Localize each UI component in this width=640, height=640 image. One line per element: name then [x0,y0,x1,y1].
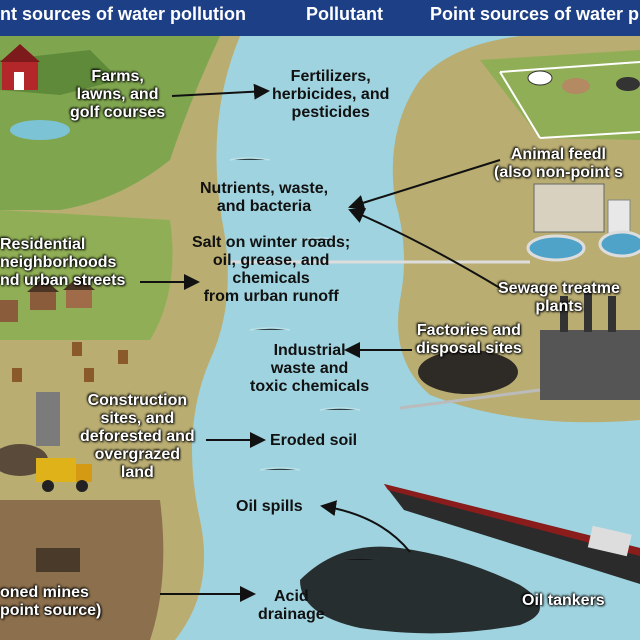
silo-icon [36,392,60,446]
pond [10,120,70,140]
barn-icon [0,44,40,90]
cows-icon [527,70,640,94]
label-construction: Construction sites, and deforested and o… [80,392,195,481]
header-bar: nt sources of water pollution Pollutant … [0,0,640,36]
arrow-sewage-nutrients [348,208,501,289]
label-eroded-soil: Eroded soil [270,432,358,449]
arrow-tanker-oilspill [320,500,411,553]
label-mines: oned mines point source) [0,584,102,619]
waste-pile [418,350,518,394]
oil-tanker-icon [384,484,640,584]
dirt-pile [0,444,48,476]
label-salt: Salt on winter roads; oil, grease, and c… [192,234,351,305]
factory-icon [540,290,640,400]
label-farms: Farms, lawns, and golf courses [70,68,166,121]
feedlot-pasture [480,50,640,140]
label-acid-drainage: Acid drainage [258,588,325,623]
dump-truck-icon [36,458,92,492]
arrow-feedlot-nutrients [348,159,501,211]
oil-slick [300,546,540,634]
feedlot-fence [499,61,640,139]
mine-area [0,500,164,640]
mine-entrance-icon [36,548,80,572]
label-oil-spills: Oil spills [236,498,303,515]
sewage-plant-icon [526,183,640,262]
label-nutrients: Nutrients, waste, and bacteria [200,180,329,215]
label-industrial: Industrial waste and toxic chemicals [250,342,370,395]
label-residential: Residential neighborhoods nd urban stree… [0,236,126,289]
tree-stumps [12,342,128,382]
label-oil-tankers: Oil tankers [522,592,605,609]
factory-pipe [399,388,541,410]
header-point-title: Point sources of water p [430,4,640,24]
header-non-point-title: nt sources of water pollution [0,4,247,24]
label-sewage: Sewage treatme plants [498,280,620,315]
label-factories: Factories and disposal sites [416,322,522,357]
label-fertilizers: Fertilizers, herbicides, and pesticides [272,68,390,121]
houses-icon [0,276,95,322]
header-pollutant-title: Pollutant [306,4,383,24]
arrow-farms-fertilizers [171,83,270,100]
label-feedlot: Animal feedl (also non-point s [494,146,623,181]
